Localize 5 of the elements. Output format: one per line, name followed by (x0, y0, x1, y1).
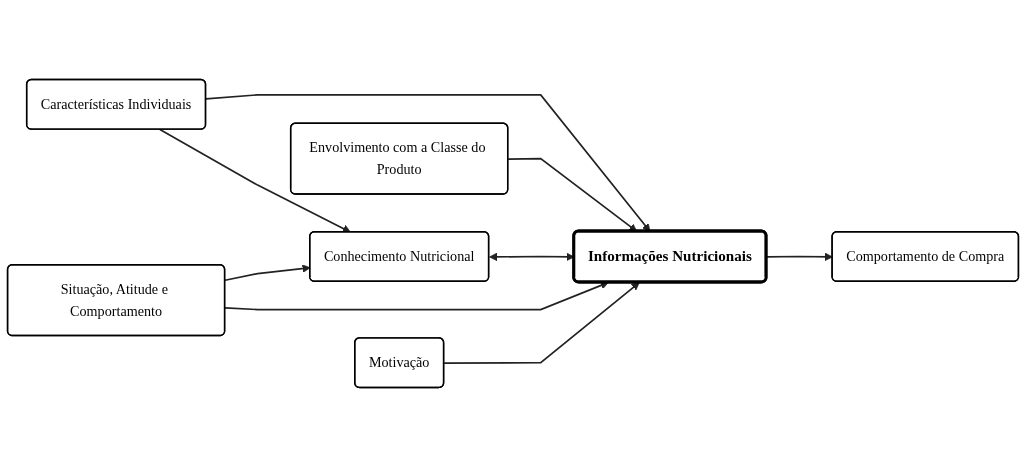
arrow (224, 281, 609, 311)
arrow (159, 128, 351, 233)
arrow (443, 282, 640, 364)
arrow (205, 94, 651, 232)
arrow (507, 157, 638, 232)
